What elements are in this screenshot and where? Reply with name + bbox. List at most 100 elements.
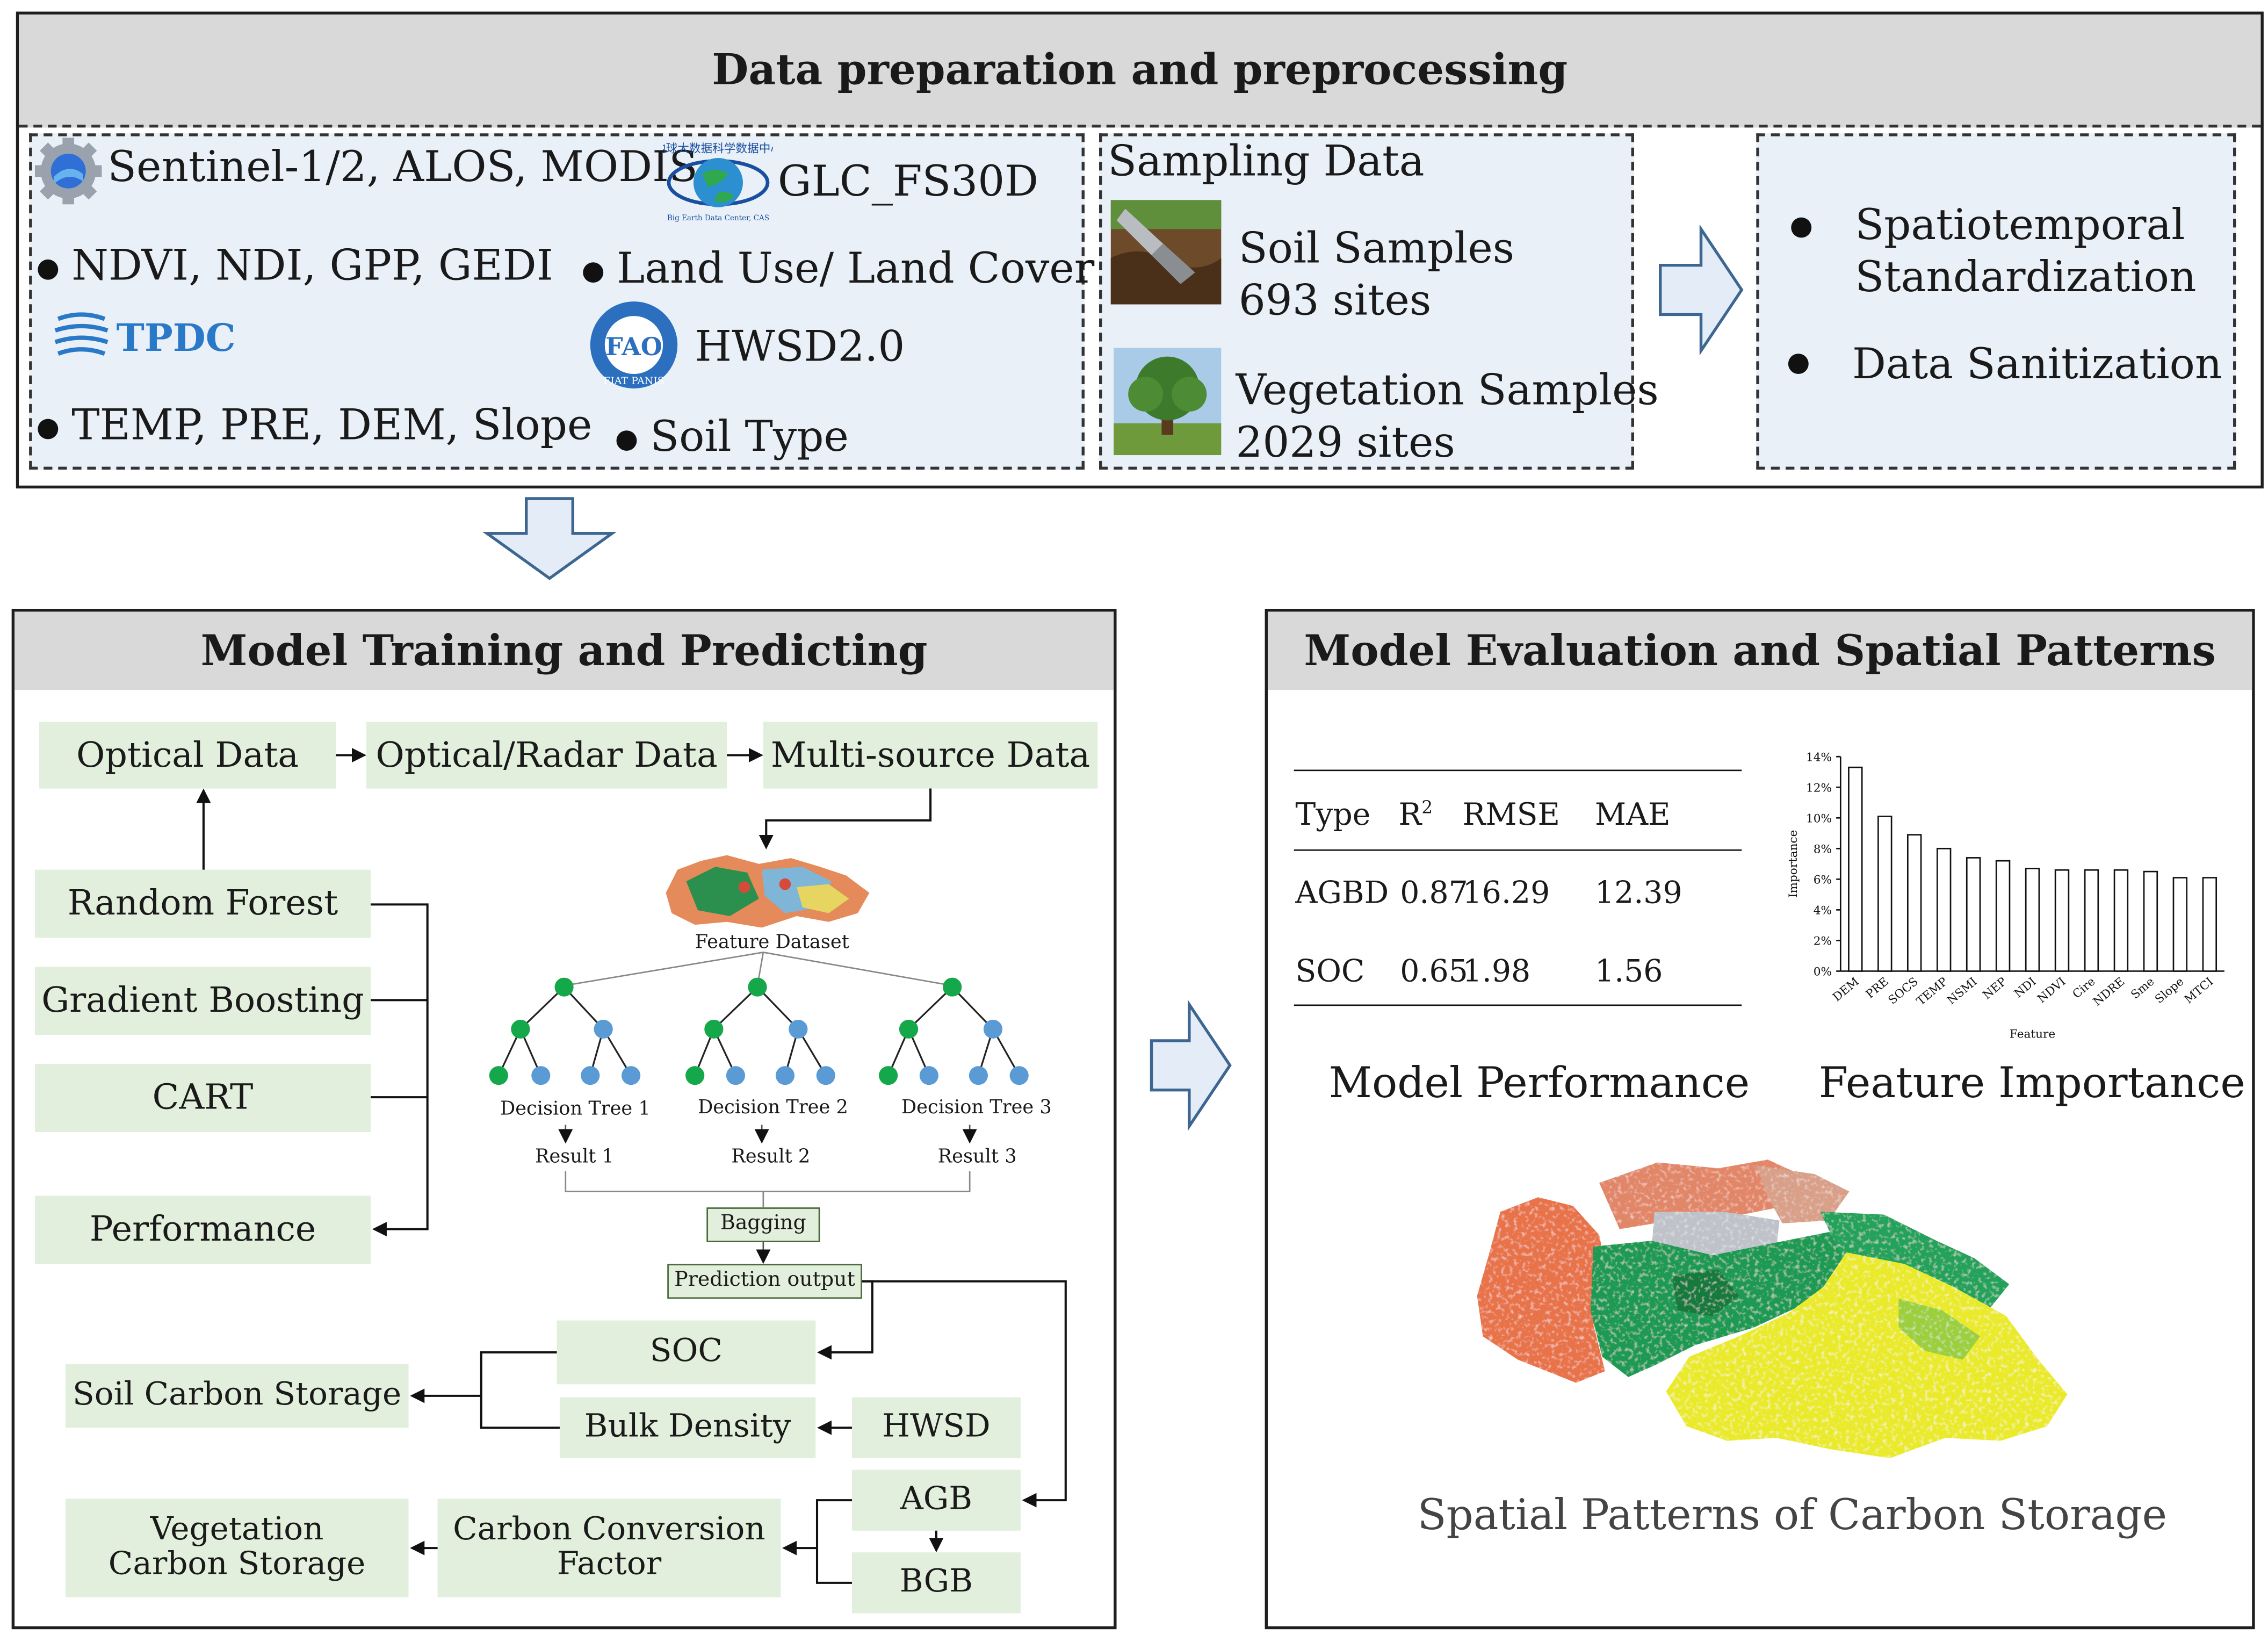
glc-logo-sub: Big Earth Data Center, CAS bbox=[667, 214, 769, 222]
x-tick-label: SOCS bbox=[1886, 975, 1921, 1007]
agb-box: AGB bbox=[851, 1470, 1021, 1531]
table-cell: 1.98 bbox=[1462, 954, 1531, 989]
ccf-line1: Carbon Conversion bbox=[453, 1511, 765, 1548]
landuse-label: Land Use/ Land Cover bbox=[617, 243, 1095, 293]
tree-node bbox=[594, 1019, 613, 1039]
table-header-r: R bbox=[1398, 797, 1422, 832]
indices-label: NDVI, NDI, GPP, GEDI bbox=[71, 240, 553, 290]
soc-box: SOC bbox=[557, 1320, 816, 1385]
vegetation-sample-photo bbox=[1114, 348, 1222, 456]
remote-sensing-sources: Sentinel-1/2, ALOS, MODIS bbox=[107, 142, 698, 192]
performance-table: Type R2 RMSE MAE AGBD 0.87 16.29 12.39 S… bbox=[1294, 769, 1742, 1007]
std-line2: Standardization bbox=[1855, 252, 2197, 302]
y-tick-label: 6% bbox=[1814, 873, 1832, 887]
y-axis-label: Importance bbox=[1787, 830, 1800, 898]
soiltype-item: Soil Type bbox=[616, 412, 849, 461]
x-tick-label: Slope bbox=[2153, 975, 2186, 1006]
result-2-label: Result 2 bbox=[731, 1146, 811, 1169]
random-forest-box: Random Forest bbox=[34, 869, 371, 938]
table-header-r-sup: 2 bbox=[1421, 797, 1433, 818]
tree-nodes bbox=[489, 977, 1029, 1085]
table-cell: 12.39 bbox=[1594, 875, 1682, 911]
tree-node bbox=[531, 1066, 551, 1085]
gee-gear-icon bbox=[34, 138, 102, 205]
performance-box: Performance bbox=[34, 1195, 371, 1264]
gradient-boosting-box: Gradient Boosting bbox=[34, 967, 371, 1035]
decision-tree-1-label: Decision Tree 1 bbox=[500, 1098, 651, 1121]
y-tick-label: 4% bbox=[1814, 904, 1832, 918]
bulk-density-box: Bulk Density bbox=[559, 1397, 816, 1458]
bar-nsmi bbox=[1966, 857, 1981, 972]
big-earth-data-logo-icon: 地球大数据科学数据中心 Big Earth Data Center, CAS bbox=[663, 142, 774, 222]
result-1-label: Result 1 bbox=[535, 1146, 614, 1169]
model-evaluation-panel: Model Evaluation and Spatial Patterns bbox=[1265, 609, 2255, 1630]
cart-box: CART bbox=[34, 1064, 371, 1132]
vegetation-carbon-storage-box: Vegetation Carbon Storage bbox=[65, 1499, 409, 1597]
tree-node bbox=[943, 977, 962, 997]
training-title: Model Training and Predicting bbox=[200, 626, 928, 676]
carbon-storage-map bbox=[1477, 1159, 2068, 1458]
bagging-box: Bagging bbox=[706, 1207, 820, 1242]
bgb-box: BGB bbox=[851, 1552, 1021, 1614]
bar-ndvi bbox=[2054, 869, 2070, 972]
data-prep-title: Data preparation and preprocessing bbox=[712, 45, 1568, 95]
x-tick-label: Sme bbox=[2128, 975, 2157, 1002]
bullet-icon bbox=[1788, 354, 1809, 374]
veg-sites-label: 2029 sites bbox=[1236, 417, 1455, 467]
prediction-output-box: Prediction output bbox=[667, 1264, 862, 1299]
bullet-icon bbox=[38, 259, 59, 280]
ccf-line2: Factor bbox=[557, 1546, 662, 1583]
x-tick-label: NEP bbox=[1981, 975, 2010, 1003]
tree-node bbox=[969, 1066, 988, 1085]
result-3-label: Result 3 bbox=[937, 1146, 1017, 1169]
tree-node bbox=[919, 1066, 938, 1085]
soil-sites-label: 693 sites bbox=[1238, 275, 1432, 325]
model-performance-caption: Model Performance bbox=[1328, 1058, 1750, 1108]
table-cell: 16.29 bbox=[1462, 875, 1550, 911]
tree-node bbox=[816, 1066, 835, 1085]
optical-radar-box: Optical/Radar Data bbox=[366, 722, 727, 789]
table-cell: SOC bbox=[1295, 954, 1365, 989]
data-prep-header: Data preparation and preprocessing bbox=[19, 14, 2261, 128]
right-arrow-icon bbox=[1659, 225, 1744, 355]
table-rule-bottom bbox=[1294, 1004, 1742, 1006]
bar-slope bbox=[2172, 877, 2188, 972]
bar-temp bbox=[1936, 847, 1952, 972]
tree-node bbox=[726, 1066, 746, 1085]
bullet-icon bbox=[38, 419, 59, 440]
soil-carbon-storage-box: Soil Carbon Storage bbox=[65, 1364, 409, 1428]
std-line1: Spatiotemporal bbox=[1855, 200, 2185, 250]
table-cell: 0.65 bbox=[1400, 954, 1468, 989]
tree-node bbox=[899, 1019, 919, 1039]
bar-ndre bbox=[2113, 869, 2129, 972]
hwsd-box: HWSD bbox=[851, 1397, 1021, 1458]
bar-socs bbox=[1906, 834, 1922, 972]
optical-data-box: Optical Data bbox=[39, 722, 336, 789]
tpdc-logo-icon: TPDC bbox=[54, 312, 236, 360]
bullet-icon bbox=[583, 262, 604, 283]
table-header-rmse: RMSE bbox=[1462, 797, 1561, 832]
tree-node bbox=[581, 1066, 600, 1085]
bar-dem bbox=[1848, 766, 1863, 972]
tree-node bbox=[621, 1066, 641, 1085]
evaluation-title: Model Evaluation and Spatial Patterns bbox=[1304, 626, 2216, 676]
tree-node bbox=[789, 1019, 808, 1039]
climate-item: TEMP, PRE, DEM, Slope bbox=[38, 400, 592, 449]
y-tick-label: 10% bbox=[1806, 812, 1832, 825]
sampling-title: Sampling Data bbox=[1108, 136, 1425, 186]
fao-logo-icon: FAO FIAT PANIS bbox=[590, 301, 678, 388]
table-rule-mid bbox=[1294, 849, 1742, 851]
soiltype-label: Soil Type bbox=[650, 412, 849, 461]
x-tick-label: NDI bbox=[2012, 975, 2039, 1001]
bullet-icon bbox=[1791, 217, 1812, 238]
table-cell: AGBD bbox=[1295, 875, 1389, 911]
multisource-box: Multi-source Data bbox=[763, 722, 1098, 789]
sanitization-label: Data Sanitization bbox=[1852, 339, 2222, 388]
y-tick-label: 0% bbox=[1814, 966, 1832, 979]
right-arrow-icon bbox=[1150, 1000, 1232, 1131]
preprocessing-box bbox=[1756, 133, 2236, 470]
fao-logo-text: FAO bbox=[605, 332, 662, 361]
tree-node bbox=[748, 977, 767, 997]
